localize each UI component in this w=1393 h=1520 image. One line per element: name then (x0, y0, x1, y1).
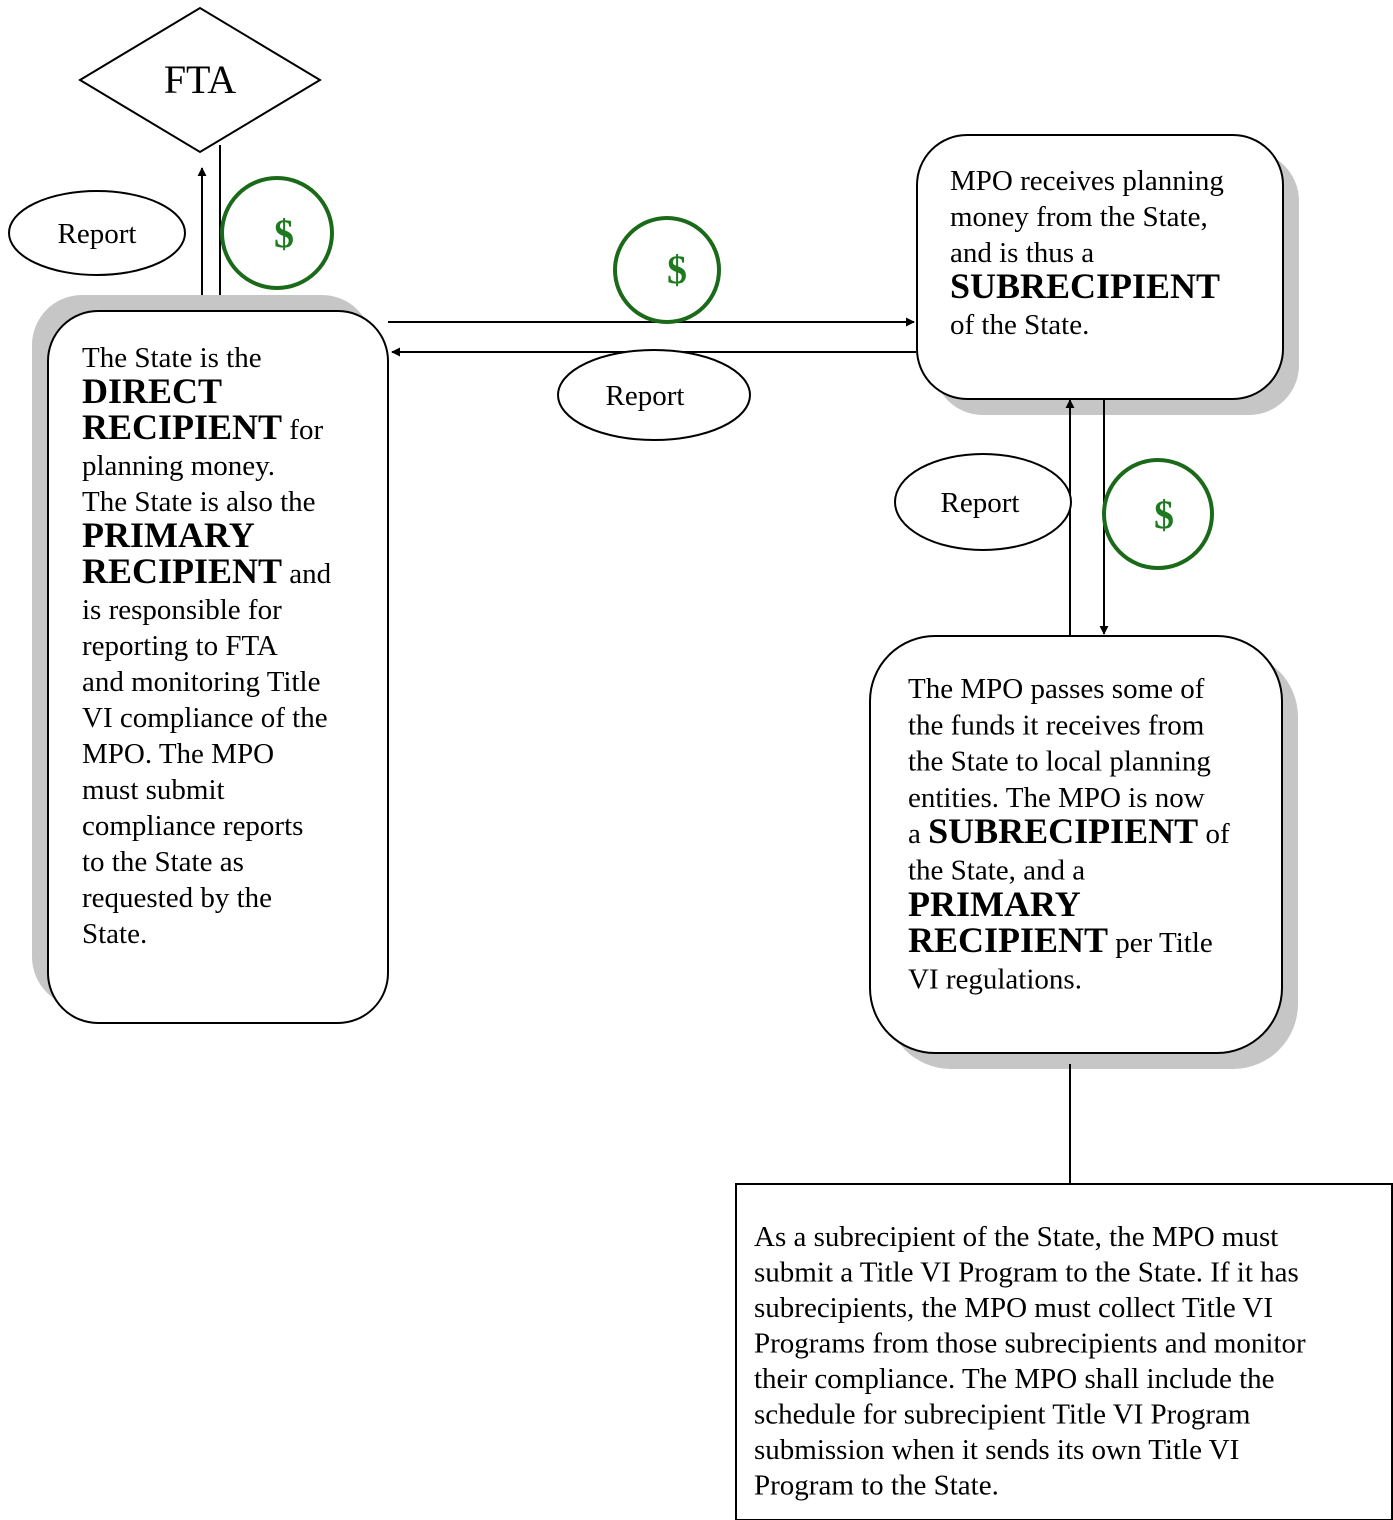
svg-text:Report: Report (941, 487, 1020, 519)
text-line: the State, and a (908, 855, 1085, 887)
text-line: Program to the State. (754, 1470, 999, 1502)
text-line: submission when it sends its own Title V… (754, 1434, 1239, 1466)
report-label-state-mpo: Report (557, 349, 751, 441)
bold-term: DIRECT (82, 371, 222, 411)
text-segment: the State, and a (908, 855, 1085, 887)
text-segment: The MPO passes some of (908, 673, 1205, 705)
dollar-icon-state-mpo: $ (613, 216, 721, 324)
text-line: requested by the (82, 882, 272, 914)
bold-term: RECIPIENT (82, 551, 282, 591)
text-line: and is thus a (950, 237, 1094, 269)
dollar-icon-fta: $ (220, 176, 334, 290)
text-line: PRIMARY (82, 515, 255, 555)
note-box-text: As a subrecipient of the State, the MPO … (754, 1221, 1306, 1502)
svg-text:$: $ (1154, 492, 1174, 537)
svg-text:Report: Report (606, 380, 685, 412)
text-segment: VI regulations. (908, 963, 1082, 995)
text-line: their compliance. The MPO shall include … (754, 1363, 1275, 1395)
text-segment: of (1198, 818, 1230, 850)
bold-term: RECIPIENT (82, 407, 282, 447)
text-segment: of the State. (950, 309, 1089, 341)
text-line: submit a Title VI Program to the State. … (754, 1257, 1299, 1289)
text-line: the State to local planning (908, 746, 1211, 778)
text-segment: the funds it receives from (908, 709, 1205, 741)
text-line: a SUBRECIPIENT of (908, 811, 1230, 851)
text-line: The State is the (82, 342, 262, 374)
svg-text:Report: Report (58, 218, 137, 250)
mpo-pass-box-text: The MPO passes some of the funds it recei… (908, 673, 1230, 995)
text-line: to the State as (82, 846, 244, 878)
text-line: reporting to FTA (82, 630, 278, 662)
text-line: entities. The MPO is now (908, 782, 1205, 814)
text-segment: planning money. (82, 450, 275, 482)
text-segment: per Title (1108, 927, 1213, 959)
text-line: RECIPIENT per Title (908, 920, 1213, 960)
text-segment: entities. The MPO is now (908, 782, 1205, 814)
text-segment: a (908, 818, 928, 850)
text-line: RECIPIENT for (82, 407, 323, 447)
text-segment: and is thus a (950, 237, 1094, 269)
text-segment: MPO receives planning (950, 165, 1224, 197)
bold-term: SUBRECIPIENT (950, 266, 1220, 306)
text-line: MPO. The MPO (82, 738, 274, 770)
text-segment: compliance reports (82, 810, 303, 842)
text-segment: the State to local planning (908, 746, 1211, 778)
text-line: is responsible for (82, 594, 282, 626)
text-segment: is responsible for (82, 594, 282, 626)
text-line: VI regulations. (908, 963, 1082, 995)
text-line: planning money. (82, 450, 275, 482)
text-line: VI compliance of the (82, 702, 328, 734)
svg-text:$: $ (667, 247, 687, 292)
fta-label: FTA (164, 57, 236, 102)
dollar-icon-mpo: $ (1102, 458, 1214, 570)
text-line: PRIMARY (908, 884, 1081, 924)
text-segment: VI compliance of the (82, 702, 328, 734)
text-line: As a subrecipient of the State, the MPO … (754, 1221, 1278, 1253)
bold-term: RECIPIENT (908, 920, 1108, 960)
bold-term: SUBRECIPIENT (928, 811, 1198, 851)
text-line: Programs from those subrecipients and mo… (754, 1328, 1306, 1360)
text-line: The MPO passes some of (908, 673, 1205, 705)
text-segment: money from the State, (950, 201, 1208, 233)
text-line: must submit (82, 774, 225, 806)
text-line: money from the State, (950, 201, 1208, 233)
text-segment: The State is also the (82, 486, 316, 518)
bold-term: PRIMARY (908, 884, 1081, 924)
text-line: of the State. (950, 309, 1089, 341)
text-line: and monitoring Title (82, 666, 320, 698)
text-line: State. (82, 918, 147, 950)
text-line: SUBRECIPIENT (950, 266, 1220, 306)
text-segment: to the State as (82, 846, 244, 878)
report-label-fta: Report (8, 190, 186, 276)
text-segment: The State is the (82, 342, 262, 374)
mpo-subrecipient-box: MPO receives planning money from the Stat… (916, 134, 1299, 415)
svg-text:$: $ (274, 211, 294, 256)
text-line: compliance reports (82, 810, 303, 842)
text-line: MPO receives planning (950, 165, 1224, 197)
text-line: DIRECT (82, 371, 222, 411)
text-segment: and (282, 558, 332, 590)
text-segment: and monitoring Title (82, 666, 320, 698)
text-segment: MPO. The MPO (82, 738, 274, 770)
bold-term: PRIMARY (82, 515, 255, 555)
text-segment: for (282, 414, 323, 446)
text-segment: requested by the (82, 882, 272, 914)
text-line: RECIPIENT and (82, 551, 332, 591)
text-segment: reporting to FTA (82, 630, 278, 662)
text-segment: State. (82, 918, 147, 950)
mpo-box-text: MPO receives planning money from the Stat… (950, 165, 1224, 341)
subrecipient-note-box: As a subrecipient of the State, the MPO … (735, 1183, 1393, 1520)
text-line: schedule for subrecipient Title VI Progr… (754, 1399, 1251, 1431)
text-segment: must submit (82, 774, 225, 806)
report-label-mpo: Report (894, 453, 1072, 551)
fta-node: FTA (78, 6, 322, 154)
text-line: subrecipients, the MPO must collect Titl… (754, 1292, 1273, 1324)
text-line: The State is also the (82, 486, 316, 518)
mpo-primary-recipient-box: The MPO passes some of the funds it recei… (869, 635, 1298, 1069)
text-line: the funds it receives from (908, 709, 1205, 741)
